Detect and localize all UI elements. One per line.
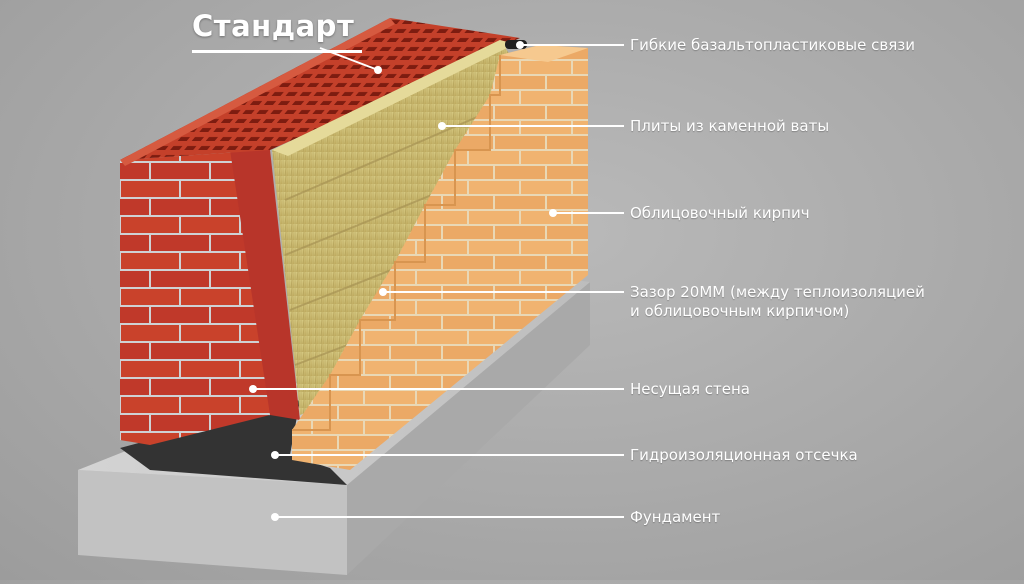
label-air-gap: Зазор 20ММ (между теплоизоляцией и облиц… xyxy=(630,283,925,321)
label-air-gap-line2: и облицовочным кирпичом) xyxy=(630,302,850,320)
label-load-bearing-wall: Несущая стена xyxy=(630,380,750,398)
label-air-gap-line1: Зазор 20ММ (между теплоизоляцией xyxy=(630,283,925,301)
label-foundation: Фундамент xyxy=(630,508,721,526)
facing-brick-wall xyxy=(292,45,588,470)
title-underline xyxy=(192,50,362,53)
label-waterproofing: Гидроизоляционная отсечка xyxy=(630,446,858,464)
label-basalt-ties: Гибкие базальтопластиковые связи xyxy=(630,36,915,54)
leader-lines xyxy=(253,44,624,518)
label-stone-wool-slabs: Плиты из каменной ваты xyxy=(630,117,830,135)
load-bearing-wall xyxy=(120,18,520,445)
diagram-title: Стандарт xyxy=(192,9,355,43)
waterproofing-layer xyxy=(120,400,347,485)
label-facing-brick: Облицовочный кирпич xyxy=(630,204,810,222)
leader-dots xyxy=(249,41,557,521)
